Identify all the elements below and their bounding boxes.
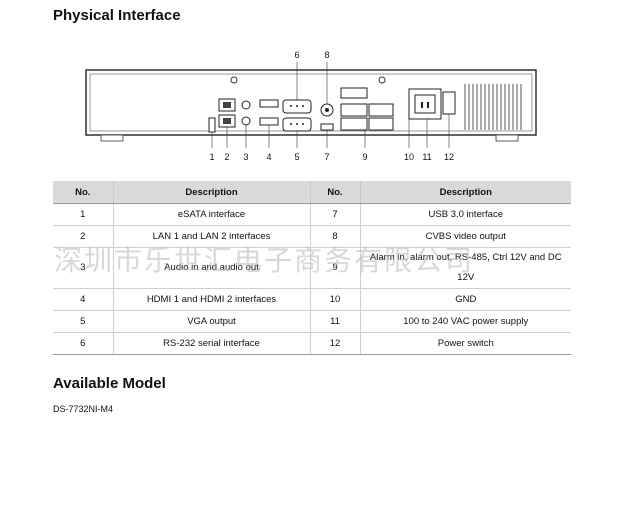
- section-title-physical-interface: Physical Interface: [53, 7, 181, 24]
- section-title-available-model: Available Model: [53, 375, 166, 392]
- callout-12: 12: [444, 152, 454, 162]
- cell-no: 9: [309, 247, 360, 289]
- cell-no: 8: [309, 225, 360, 248]
- cell-description: Alarm in, alarm out, RS-485, Ctrl 12V an…: [359, 247, 571, 289]
- cell-no: 7: [309, 203, 360, 226]
- cell-description: 100 to 240 VAC power supply: [359, 310, 571, 333]
- watermark-text: 深圳市乐世汇电子商务有限公司: [54, 244, 475, 277]
- callout-4: 4: [266, 152, 271, 162]
- cell-no: 11: [309, 310, 360, 333]
- cell-description: Power switch: [359, 332, 571, 355]
- cell-no: 6: [53, 332, 113, 355]
- callout-10: 10: [404, 152, 414, 162]
- callout-6: 6: [294, 50, 299, 60]
- table-header-row: No. Description No. Description: [53, 181, 571, 204]
- cell-no: 2: [53, 225, 113, 248]
- table-row: 6 RS-232 serial interface 12 Power switc…: [53, 332, 571, 355]
- cell-no: 3: [53, 247, 113, 289]
- callout-9: 9: [362, 152, 367, 162]
- callout-1: 1: [209, 152, 214, 162]
- nvr-rear-panel-diagram: 1 2 3 4 5 7 9 10 11 12 6 8: [85, 50, 537, 162]
- header-description: Description: [359, 181, 571, 204]
- callout-11: 11: [422, 152, 431, 162]
- cell-description: GND: [359, 288, 571, 311]
- cell-description: VGA output: [112, 310, 310, 333]
- callout-3: 3: [243, 152, 248, 162]
- cell-description: Audio in and audio out: [112, 247, 310, 289]
- cell-description: HDMI 1 and HDMI 2 interfaces: [112, 288, 310, 311]
- table-row: 2 LAN 1 and LAN 2 interfaces 8 CVBS vide…: [53, 225, 571, 248]
- cell-description: USB 3.0 interface: [359, 203, 571, 226]
- cell-no: 4: [53, 288, 113, 311]
- callout-2: 2: [224, 152, 229, 162]
- cell-no: 10: [309, 288, 360, 311]
- cell-no: 12: [309, 332, 360, 355]
- table-row: 3 Audio in and audio out 9 Alarm in, ala…: [53, 247, 571, 289]
- cell-description: eSATA interface: [112, 203, 310, 226]
- header-no: No.: [53, 181, 113, 204]
- callout-7: 7: [324, 152, 329, 162]
- cell-description: RS-232 serial interface: [112, 332, 310, 355]
- cell-no: 1: [53, 203, 113, 226]
- cell-description: CVBS video output: [359, 225, 571, 248]
- model-name: DS-7732NI-M4: [53, 404, 114, 414]
- table-row: 5 VGA output 11 100 to 240 VAC power sup…: [53, 310, 571, 333]
- callout-8: 8: [324, 50, 329, 60]
- cell-description: LAN 1 and LAN 2 interfaces: [112, 225, 310, 248]
- header-description: Description: [112, 181, 310, 204]
- table-row: 4 HDMI 1 and HDMI 2 interfaces 10 GND: [53, 288, 571, 311]
- callout-5: 5: [294, 152, 299, 162]
- interface-table: No. Description No. Description 1 eSATA …: [53, 181, 571, 355]
- table-row: 1 eSATA interface 7 USB 3.0 interface: [53, 203, 571, 226]
- cell-no: 5: [53, 310, 113, 333]
- header-no: No.: [309, 181, 360, 204]
